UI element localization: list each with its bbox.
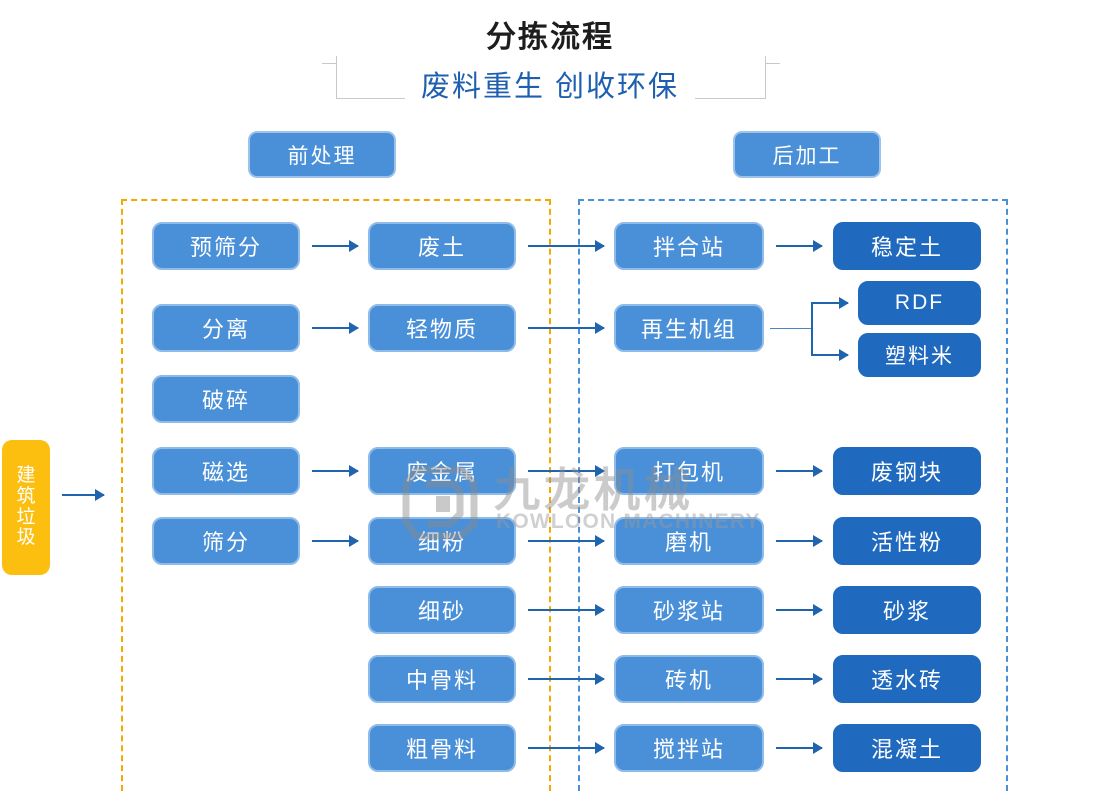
node-label: 废土 [417, 235, 466, 260]
node-sieving: 筛分 [152, 517, 300, 565]
arrow-magnetic-to-scrap-metal [312, 470, 358, 472]
node-mixing-station: 拌合站 [614, 222, 764, 270]
node-label: 分离 [201, 317, 250, 342]
node-label: 细粉 [417, 530, 466, 555]
node-baler: 打包机 [614, 447, 764, 495]
arrow-baler-to-scrap-steel [776, 470, 822, 472]
node-label: 砖机 [664, 668, 713, 693]
node-scrap-metal: 废金属 [368, 447, 516, 495]
node-permeable-brick: 透水砖 [833, 655, 981, 703]
node-magnetic-separation: 磁选 [152, 447, 300, 495]
branch-stem-recycling-unit [770, 328, 812, 329]
stage-pre-text: 前处理 [287, 144, 357, 168]
arrow-brick-machine-to-permeable-brick [776, 678, 822, 680]
node-light-material: 轻物质 [368, 304, 516, 352]
branch-bus-recycling-unit [811, 303, 813, 355]
source-node-construction-waste: 建筑垃圾 [2, 440, 50, 575]
node-label: 搅拌站 [652, 737, 725, 762]
node-label: 活性粉 [870, 530, 943, 555]
node-mortar-station: 砂浆站 [614, 586, 764, 634]
node-separation: 分离 [152, 304, 300, 352]
node-label: 稳定土 [870, 235, 943, 260]
node-recycling-unit: 再生机组 [614, 304, 764, 352]
node-stabilized-soil: 稳定土 [833, 222, 981, 270]
arrow-mortar-station-to-mortar [776, 609, 822, 611]
arrow-fine-powder-to-grinder [528, 540, 604, 542]
node-fine-powder: 细粉 [368, 517, 516, 565]
node-scrap-steel-block: 废钢块 [833, 447, 981, 495]
node-label: 再生机组 [640, 317, 737, 342]
arrow-source-to-process [62, 494, 104, 496]
arrow-scrap-metal-to-baler [528, 470, 604, 472]
node-brick-machine: 砖机 [614, 655, 764, 703]
node-rdf: RDF [858, 281, 981, 325]
arrow-sieving-to-fine-powder [312, 540, 358, 542]
node-label: 细砂 [417, 599, 466, 624]
source-label: 建筑垃圾 [16, 465, 36, 549]
stage-label-pre-processing: 前处理 [248, 131, 396, 178]
node-label: 筛分 [201, 530, 250, 555]
zone-post-processing [578, 199, 1008, 791]
node-active-powder: 活性粉 [833, 517, 981, 565]
page-title: 分拣流程 [0, 12, 1100, 56]
node-concrete: 混凝土 [833, 724, 981, 772]
node-label: 拌合站 [652, 235, 725, 260]
stage-post-text: 后加工 [772, 144, 842, 168]
node-fine-sand: 细砂 [368, 586, 516, 634]
node-crushing: 破碎 [152, 375, 300, 423]
node-label: 混凝土 [870, 737, 943, 762]
zone-pre-processing [121, 199, 551, 791]
arrow-recycling-unit-to-plastic-pellets [811, 354, 848, 356]
arrow-medium-aggregate-to-brick-machine [528, 678, 604, 680]
node-coarse-aggregate: 粗骨料 [368, 724, 516, 772]
page-subtitle-text: 废料重生 创收环保 [404, 71, 696, 103]
node-label: 磁选 [201, 460, 250, 485]
arrow-recycling-unit-to-rdf [811, 302, 848, 304]
node-label: 破碎 [201, 388, 250, 413]
node-batching-plant: 搅拌站 [614, 724, 764, 772]
node-label: 塑料米 [885, 345, 954, 368]
node-pre-screening: 预筛分 [152, 222, 300, 270]
node-label: 中骨料 [405, 668, 478, 693]
node-label: 打包机 [652, 460, 725, 485]
arrow-mixing-station-to-stabilized-soil [776, 245, 822, 247]
arrow-waste-soil-to-mixing-station [528, 245, 604, 247]
node-medium-aggregate: 中骨料 [368, 655, 516, 703]
node-label: 砂浆 [882, 599, 931, 624]
arrow-coarse-aggregate-to-batching-plant [528, 747, 604, 749]
node-label: 废金属 [405, 460, 478, 485]
arrow-batching-plant-to-concrete [776, 747, 822, 749]
node-plastic-pellets: 塑料米 [858, 333, 981, 377]
node-label: 砂浆站 [652, 599, 725, 624]
node-label: 轻物质 [405, 317, 478, 342]
node-label: 预筛分 [189, 235, 262, 260]
stage-label-post-processing: 后加工 [733, 131, 881, 178]
node-mortar: 砂浆 [833, 586, 981, 634]
arrow-grinder-to-active-powder [776, 540, 822, 542]
arrow-fine-sand-to-mortar-station [528, 609, 604, 611]
node-label: RDF [894, 291, 945, 314]
arrow-light-material-to-recycling-unit [528, 327, 604, 329]
arrow-separation-to-light-material [312, 327, 358, 329]
node-label: 透水砖 [870, 668, 943, 693]
page-subtitle: 废料重生 创收环保 [0, 63, 1100, 105]
node-waste-soil: 废土 [368, 222, 516, 270]
node-label: 磨机 [664, 530, 713, 555]
node-label: 废钢块 [870, 460, 943, 485]
page-title-text: 分拣流程 [472, 21, 628, 54]
arrow-prescreening-to-waste-soil [312, 245, 358, 247]
node-label: 粗骨料 [405, 737, 478, 762]
node-grinder: 磨机 [614, 517, 764, 565]
